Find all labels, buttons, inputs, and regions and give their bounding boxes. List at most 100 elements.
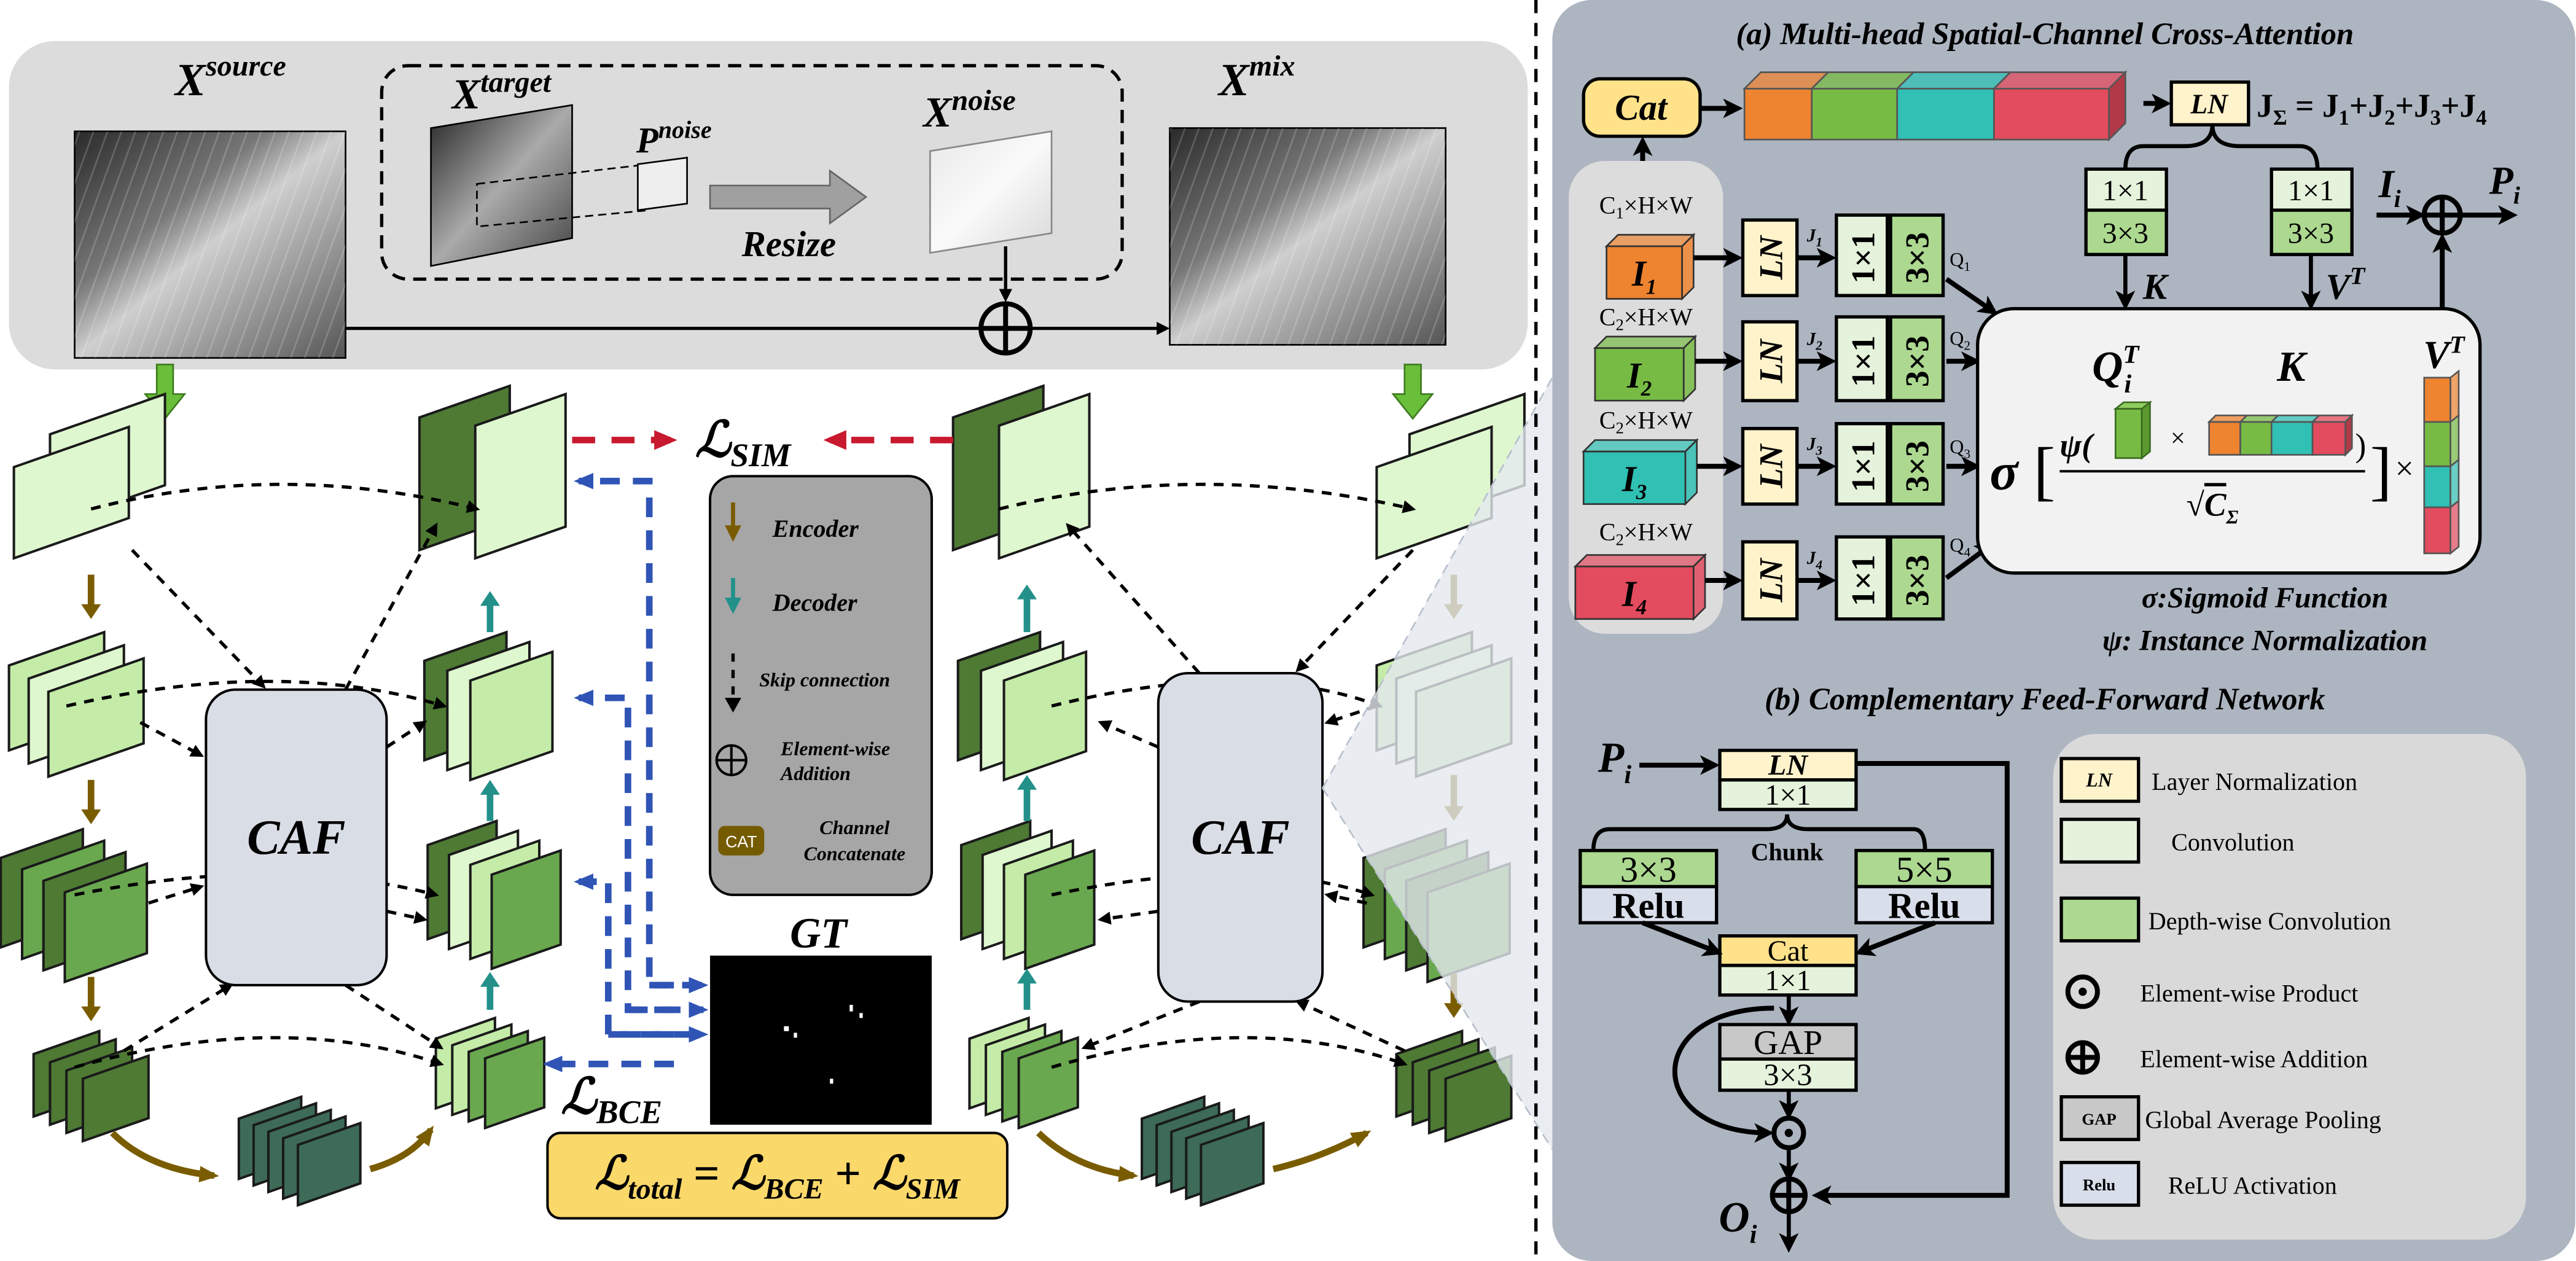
gt-label: GT <box>790 910 848 957</box>
legend-swatch <box>2059 1160 2141 1207</box>
skip-connection-arrow <box>1097 909 1159 925</box>
input-cube <box>1606 245 1683 300</box>
value-bar <box>2423 369 2460 555</box>
legend-label: Element-wise Addition <box>2140 1045 2368 1073</box>
chunk-brace <box>1591 814 1927 851</box>
value-segment <box>2423 506 2451 555</box>
relu-left-to-cat-arrow <box>1641 920 1723 956</box>
decoder-stage-3-right <box>960 819 1096 971</box>
conv-to-attention-arrow <box>1945 277 1999 315</box>
head-segment-side <box>2108 70 2126 142</box>
conv1x1-label: 1×1 <box>1844 335 1881 387</box>
legend-decoder: Decoder <box>772 588 857 616</box>
j-label: J2 <box>1806 329 1823 353</box>
residual-connection <box>1811 761 2010 1206</box>
ln-block-top <box>2169 80 2250 127</box>
conv1x1-label: 1×1 <box>1844 232 1881 284</box>
sigma-symbol: σ <box>1989 443 2020 501</box>
skip-connection-arrow <box>344 522 438 691</box>
feature-map-plane <box>474 392 567 560</box>
j-label: J3 <box>1806 434 1823 458</box>
skip-connection-arrow <box>74 1036 444 1069</box>
k-label: K <box>2142 267 2169 307</box>
conv1x1-block-label: 1×1 <box>1765 779 1811 811</box>
times-symbol: × <box>2171 424 2185 453</box>
conv1x1-block <box>1835 422 1889 506</box>
addition-icon <box>715 744 747 776</box>
legend-cat-1: Channel <box>819 816 889 838</box>
source-image <box>74 130 346 359</box>
sigma-note: σ:Sigmoid Function <box>2142 582 2389 614</box>
input-cube-side <box>1692 553 1706 622</box>
conv3x3-block <box>1889 535 1945 621</box>
decoder-arrow-head <box>480 972 500 987</box>
v-formula-label: VT <box>2423 331 2465 377</box>
legend-label: Convolution <box>2171 829 2294 856</box>
input-cube-side <box>1682 334 1696 403</box>
feature-map-plane <box>12 425 130 560</box>
input-cube-top <box>1581 439 1699 453</box>
decoder-arrow-head <box>1017 584 1037 599</box>
relu-block-right <box>1854 884 1994 924</box>
skip-connection-arrow <box>1051 1036 1408 1069</box>
input-cube-top <box>1604 233 1696 248</box>
loss-sim-label: ℒSIM <box>695 413 792 474</box>
ln-block <box>1741 427 1799 506</box>
input-shape-label: C2×H×W <box>1599 303 1693 334</box>
legend-label: Element-wise Product <box>2140 980 2358 1007</box>
ln-label: LN <box>1753 557 1790 603</box>
feature-map-plane <box>1444 1054 1513 1143</box>
resize-label: Resize <box>741 224 837 264</box>
key-bar <box>2207 413 2354 457</box>
ln-label: LN <box>1753 338 1790 384</box>
value-segment-side <box>2449 458 2460 509</box>
p-noise-label: Pnoise <box>636 116 712 161</box>
skip-connection-arrow <box>1081 1000 1200 1050</box>
total-loss-box <box>546 1131 1009 1220</box>
conv3x3-block <box>1889 213 1945 297</box>
addition-icon <box>2421 194 2463 236</box>
k-conv1-label: 1×1 <box>2102 174 2149 207</box>
legend-swatch <box>2059 757 2141 803</box>
legend-badge: Relu <box>2083 1176 2116 1194</box>
split-brace <box>2123 124 2320 170</box>
conv1x1-block <box>1835 213 1889 297</box>
value-segment-side <box>2449 369 2460 424</box>
feature-map-plane <box>469 650 554 782</box>
ln-label: LN <box>1753 443 1790 489</box>
right-paren: ) <box>2355 427 2367 464</box>
skip-connection-arrow <box>998 482 1416 513</box>
skip-connection-arrow <box>1098 720 1159 749</box>
ln-block-label: LN <box>1768 749 1809 782</box>
skip-connection-arrow <box>1295 999 1405 1053</box>
ln-label: LN <box>1753 235 1790 281</box>
bottleneck-arrow <box>110 1130 219 1182</box>
encoder-arrow-head <box>1443 1003 1464 1018</box>
skip-connection-arrow <box>1295 549 1415 673</box>
loss-bce-label: ℒBCE <box>561 1070 662 1130</box>
i-i-label: Ii <box>2378 162 2401 213</box>
decoder-arrow-head <box>480 591 500 606</box>
mix-image <box>1169 127 1446 346</box>
head-segment-top <box>1809 71 1916 90</box>
resize-arrow-icon <box>709 169 868 225</box>
noise-image <box>929 130 1053 254</box>
k-formula-label: K <box>2276 343 2308 391</box>
decoder-arrow-head <box>480 779 500 795</box>
value-segment <box>2423 421 2451 467</box>
feature-map-plane <box>997 392 1091 560</box>
target-image <box>430 104 573 267</box>
input-cube <box>1582 450 1687 506</box>
encoder-stage-1-left <box>12 392 166 560</box>
caf-module-left <box>205 688 388 986</box>
feature-map-plane <box>63 862 149 984</box>
bottleneck-right <box>1141 1095 1265 1207</box>
concat-bar-segments <box>1742 70 2128 142</box>
input-cube-side <box>1684 438 1698 506</box>
skip-connection-arrow <box>386 910 428 924</box>
